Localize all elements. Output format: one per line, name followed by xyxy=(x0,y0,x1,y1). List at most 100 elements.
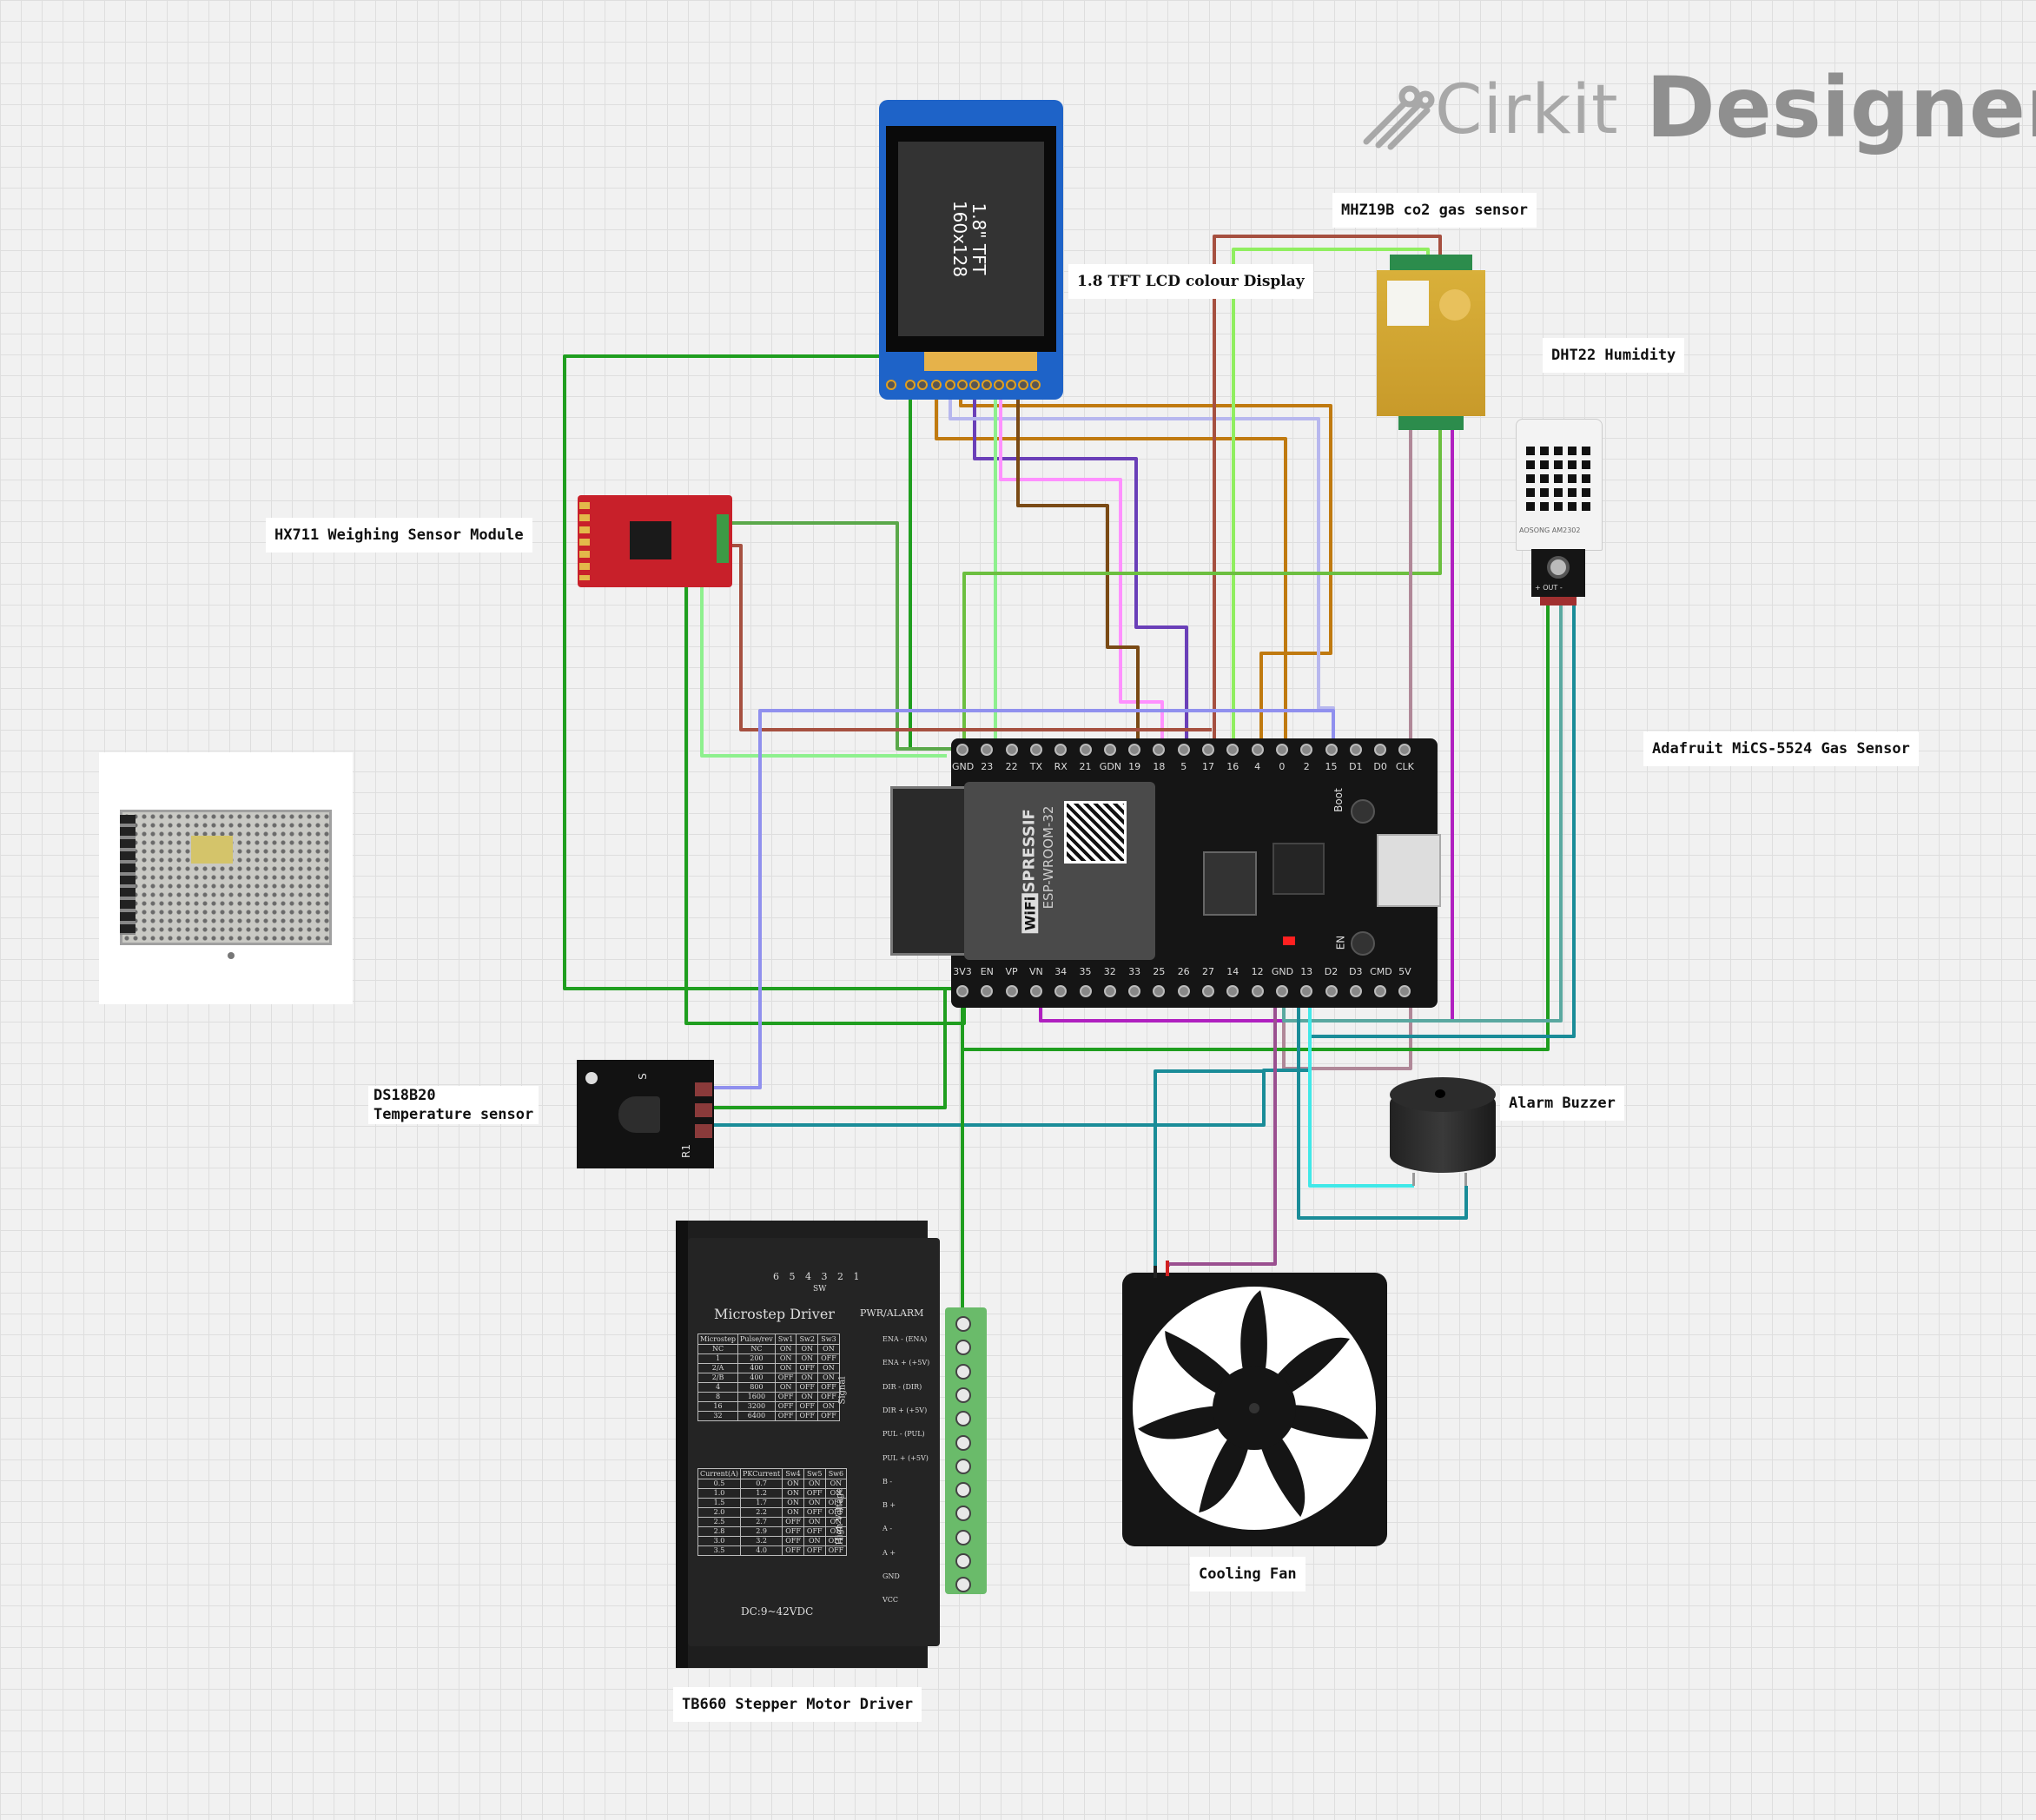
driver-sw-label: SW xyxy=(813,1285,827,1294)
esp32-pin[interactable] xyxy=(1103,744,1116,756)
wire xyxy=(1308,989,1414,1188)
esp32-pin-label: 15 xyxy=(1325,761,1338,772)
driver-terminal-screw[interactable] xyxy=(955,1506,971,1522)
hx711-label: HX711 Weighing Sensor Module xyxy=(266,518,532,553)
hx711-right-header xyxy=(717,514,729,563)
table-cell: OFF xyxy=(796,1401,819,1412)
esp32-pin[interactable] xyxy=(1128,985,1141,997)
esp32-pin[interactable] xyxy=(1029,985,1042,997)
esp32-pin[interactable] xyxy=(1029,744,1042,756)
esp32-pin[interactable] xyxy=(1374,985,1387,997)
esp32-pin[interactable] xyxy=(1226,744,1239,756)
table-header-cell: Microstep xyxy=(697,1334,739,1345)
esp32-usb-port[interactable] xyxy=(1377,834,1441,907)
driver-terminal-screw[interactable] xyxy=(955,1363,971,1380)
dht22-pin-header xyxy=(1540,597,1577,606)
alarm-buzzer[interactable] xyxy=(1390,1077,1496,1186)
esp32-pin[interactable] xyxy=(1275,985,1288,997)
driver-terminal-screw[interactable] xyxy=(955,1411,971,1427)
esp32-pin[interactable] xyxy=(1153,985,1166,997)
esp32-pin[interactable] xyxy=(1325,985,1338,997)
esp32-pin[interactable] xyxy=(1005,744,1018,756)
esp32-pin[interactable] xyxy=(981,985,994,997)
esp32-pin-label: 5V xyxy=(1398,966,1411,977)
driver-terminal-screw[interactable] xyxy=(955,1387,971,1403)
esp32-pin[interactable] xyxy=(1300,985,1313,997)
esp32-pin[interactable] xyxy=(1398,985,1411,997)
esp32-pin[interactable] xyxy=(1177,744,1190,756)
hx711-left-header xyxy=(579,502,590,580)
esp32-pin[interactable] xyxy=(1251,744,1264,756)
table-header-cell: Current(A) xyxy=(697,1468,742,1479)
table-cell: OFF xyxy=(803,1526,826,1537)
esp32-pin-label: 27 xyxy=(1202,966,1214,977)
esp32-pin[interactable] xyxy=(1079,744,1092,756)
esp32-pin[interactable] xyxy=(1202,744,1214,756)
dht22-port xyxy=(1547,556,1570,579)
driver-terminal-screw[interactable] xyxy=(955,1434,971,1451)
esp32-pin[interactable] xyxy=(1005,985,1018,997)
tb660-label: TB660 Stepper Motor Driver xyxy=(673,1687,922,1722)
esp32-pin[interactable] xyxy=(1349,744,1362,756)
driver-terminal-screw[interactable] xyxy=(955,1577,971,1593)
mhz19b-sensor[interactable] xyxy=(1377,255,1485,433)
buzzer-label: Alarm Buzzer xyxy=(1500,1086,1624,1121)
esp32-pin[interactable] xyxy=(1177,985,1190,997)
esp32-pin-label: 26 xyxy=(1177,966,1190,977)
esp32-pin[interactable] xyxy=(1202,985,1214,997)
hx711-module[interactable] xyxy=(578,495,732,587)
esp32-pin[interactable] xyxy=(1054,744,1068,756)
table-cell: ON xyxy=(824,1488,848,1499)
esp32-boot-button[interactable] xyxy=(1351,799,1375,824)
esp32-pin[interactable] xyxy=(1325,744,1338,756)
esp32-pin[interactable] xyxy=(1153,744,1166,756)
esp32-pin[interactable] xyxy=(1398,744,1411,756)
esp32-pin[interactable] xyxy=(1226,985,1239,997)
esp32-pin[interactable] xyxy=(1103,985,1116,997)
table-cell: 3200 xyxy=(737,1401,776,1412)
table-cell: OFF xyxy=(774,1411,797,1421)
driver-terminal-screw[interactable] xyxy=(955,1553,971,1569)
esp32-pin[interactable] xyxy=(1374,744,1387,756)
esp32-pin-label: 21 xyxy=(1079,761,1092,772)
table-cell: 2.8 xyxy=(697,1526,742,1537)
tb660-driver[interactable]: 6 5 4 3 2 1 SW Microstep Driver PWR/ALAR… xyxy=(676,1221,987,1668)
esp32-en-button[interactable] xyxy=(1351,931,1375,956)
dht22-sensor[interactable]: AOSONG AM2302 + OUT - xyxy=(1516,419,1603,620)
esp32-pin[interactable] xyxy=(1079,985,1092,997)
ds18b20-sensor[interactable]: S R1 xyxy=(577,1060,714,1168)
esp32-pin[interactable] xyxy=(956,985,968,997)
driver-terminal-screw[interactable] xyxy=(955,1482,971,1499)
tft-size-text: 1.8" TFT xyxy=(968,202,989,275)
power-supply[interactable] xyxy=(99,752,353,1004)
table-cell: 200 xyxy=(737,1353,776,1364)
driver-terminal-screw[interactable] xyxy=(955,1340,971,1356)
cooling-fan[interactable] xyxy=(1122,1261,1387,1546)
driver-terminal-screw[interactable] xyxy=(955,1458,971,1474)
esp32-pin-label: GND xyxy=(1271,966,1294,977)
tft-display[interactable]: 1.8" TFT 160x128 xyxy=(879,100,1063,400)
driver-terminal-screw[interactable] xyxy=(955,1316,971,1332)
driver-terminal-block xyxy=(945,1307,987,1594)
esp32-pin-label: 14 xyxy=(1226,966,1239,977)
esp32-pin[interactable] xyxy=(1054,985,1068,997)
table-header-cell: Sw5 xyxy=(803,1468,826,1479)
driver-terminal-screw[interactable] xyxy=(955,1529,971,1545)
esp32-pin[interactable] xyxy=(981,744,994,756)
esp32-pin[interactable] xyxy=(1251,985,1264,997)
table-cell: OFF xyxy=(774,1373,797,1383)
esp32-pin[interactable] xyxy=(1275,744,1288,756)
esp32-pin[interactable] xyxy=(1128,744,1141,756)
table-cell: ON xyxy=(796,1392,819,1402)
dht22-chip-text: AOSONG AM2302 xyxy=(1519,526,1581,534)
esp32-pin[interactable] xyxy=(1349,985,1362,997)
esp32-pin[interactable] xyxy=(1300,744,1313,756)
wire xyxy=(712,989,947,1109)
esp32-pin[interactable] xyxy=(956,744,968,756)
table-header-cell: Pulse/rev xyxy=(737,1334,776,1345)
